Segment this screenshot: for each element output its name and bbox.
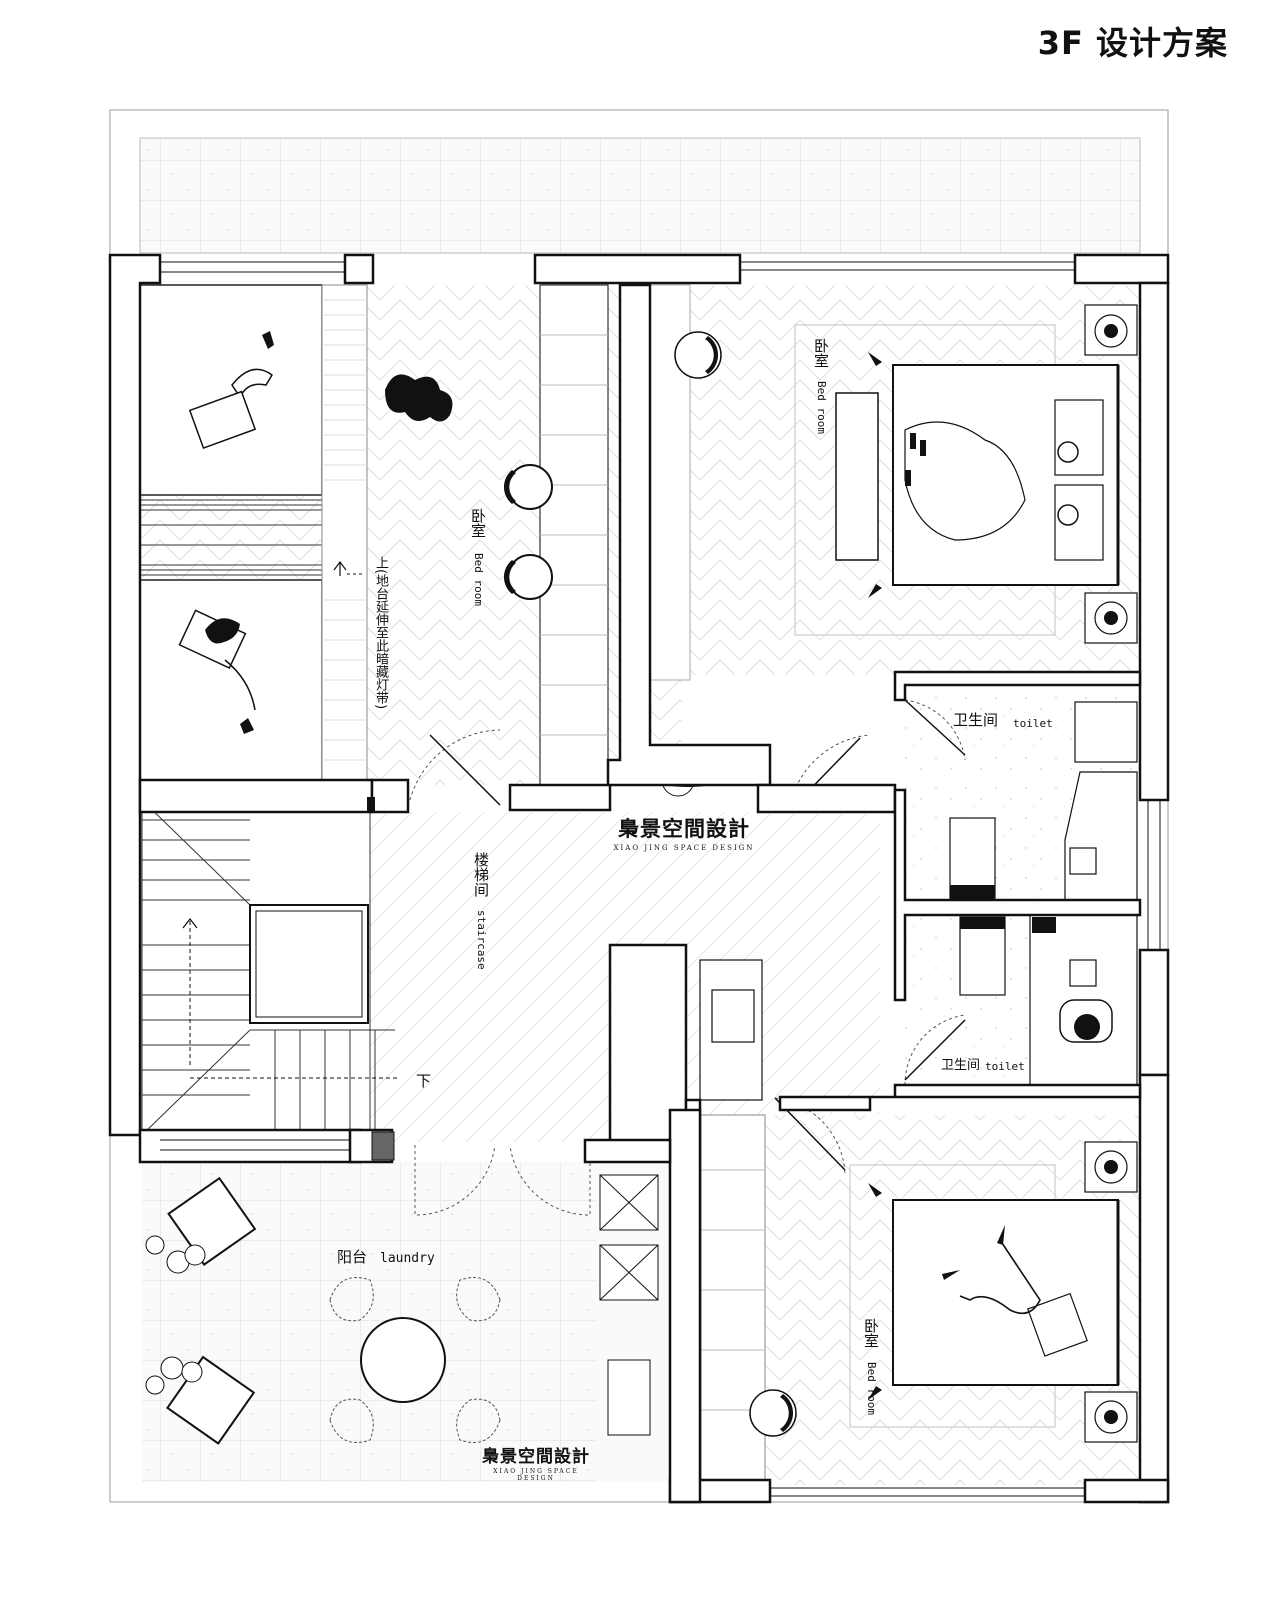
south-bed-pillow [1027,1292,1088,1357]
pillow-2 [178,609,247,670]
up-note: 上(地台延伸至此暗藏灯带) [373,556,388,710]
balcony-table [360,1317,446,1403]
kids-bedroom-label: 卧室 [469,508,487,538]
staircase-label: 楼梯间 [472,852,490,897]
south-bedroom-label-en: Bed room [865,1362,878,1415]
column-dark [371,1131,395,1161]
kids-bed-divider [140,499,322,576]
balcony-chairs [329,1277,501,1443]
platform-strip [321,284,368,781]
toilet-upper-label-en: toilet [1013,717,1053,730]
sleeper-heads [1057,441,1079,526]
up-arrow-kids [333,561,347,576]
staircase-steps [141,799,395,1141]
south-chair [749,1389,797,1437]
master-bed-pillows [1054,399,1104,561]
toilet-upper-label: 卫生间 [953,711,999,729]
balcony-stools [145,1235,206,1395]
south-nightstand-lamps [1084,1141,1138,1443]
watermark-bottom: 梟景空間設計 XIAO JING SPACE DESIGN [481,1442,591,1482]
master-bedroom-label: 卧室 [812,338,830,368]
watermark-cn: 梟景空間設計 [618,816,750,841]
roof-terrace [139,137,1141,254]
master-bed-feet [905,433,926,486]
master-nightstand-lamps [1084,304,1138,644]
south-bedroom-label: 卧室 [862,1318,880,1348]
balcony-label-en: laundry [380,1251,435,1266]
master-tv-bench [835,392,879,561]
stair-arrow [189,920,400,1079]
watermark-center: 梟景空間設計 XIAO JING SPACE DESIGN [606,813,762,852]
toilet-user [1074,1014,1100,1040]
walls [108,253,1170,1504]
kids-bed-1 [139,284,323,496]
master-bedroom-label-en: Bed room [815,381,828,434]
south-wardrobe [699,1114,766,1486]
watermark-en: XIAO JING SPACE DESIGN [613,844,755,852]
south-sleeper [959,1239,1041,1315]
toilet-lower-label: 卫生间 [941,1058,981,1073]
toilet-lower-fixtures [959,914,1138,1094]
balcony-label: 阳台 [337,1248,368,1266]
master-chair [674,331,722,379]
south-bed [892,1199,1119,1386]
watermark-cn-2: 梟景空間設計 [482,1447,590,1467]
kids-bedroom-label-en: Bed room [472,553,485,606]
toilet-lower-label-en: toilet [985,1060,1025,1073]
page-title: 3F 设计方案 [1037,24,1228,62]
kids-desk-chairs [507,464,553,600]
balcony-lounge-chair-1 [167,1176,257,1266]
toilet-upper-fixtures [949,701,1138,901]
master-bed-blanket [904,421,1026,541]
stair-well [249,904,369,1024]
bear-rug [385,374,453,422]
down-note: 下 [416,1072,432,1090]
pillow-1 [188,390,257,449]
watermark-en-2: XIAO JING SPACE DESIGN [493,1468,579,1482]
windows [160,261,1161,1497]
kids-bed-2 [139,579,323,781]
staircase-label-en: staircase [475,910,488,970]
sleeping-figure-2 [205,618,256,734]
